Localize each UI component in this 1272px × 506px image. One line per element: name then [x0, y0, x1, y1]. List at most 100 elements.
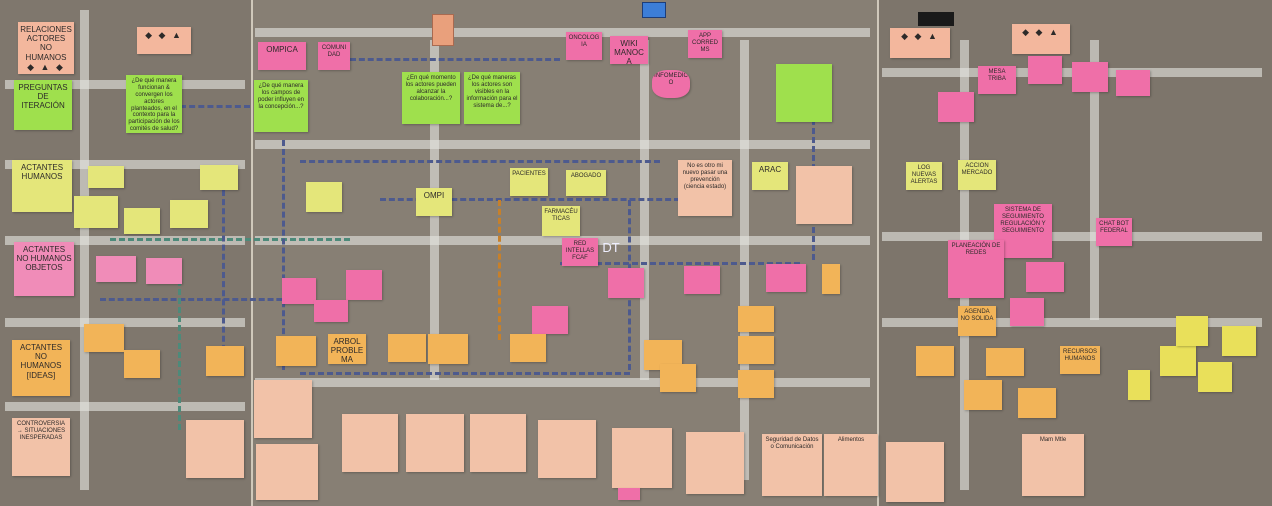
note-text: ACTANTES NO HUMANOS [IDEAS]	[19, 343, 63, 380]
relation-diamond-icon: ◆ ◆ ▲	[1022, 27, 1060, 37]
note-text: ABOGADO	[570, 173, 602, 179]
sticky-note	[1028, 56, 1062, 84]
tape-strip	[882, 318, 1262, 327]
note-text: RELACIONES ACTORES NO HUMANOS	[20, 25, 72, 62]
note-text: ACTANTES HUMANOS	[20, 163, 64, 182]
sticky-note: ¿De qué maneras los actores son visibles…	[464, 72, 520, 124]
sticky-note	[660, 364, 696, 392]
marker-line	[180, 105, 250, 108]
sticky-note	[470, 414, 526, 472]
sticky-note	[1128, 370, 1150, 400]
sticky-note	[964, 380, 1002, 410]
sticky-note: Alimentos	[824, 434, 878, 496]
note-text: APP CORREDMS	[691, 33, 718, 53]
panel-seam	[251, 0, 253, 506]
sticky-note	[618, 488, 640, 500]
sticky-note	[84, 324, 124, 352]
sticky-note	[796, 166, 852, 224]
sticky-note	[146, 258, 182, 284]
sticky-note: RELACIONES ACTORES NO HUMANOS ◆ ▲ ◆	[18, 22, 74, 74]
sticky-note: ONCOLOGIA	[566, 32, 602, 60]
sticky-note: ◆ ◆ ▲	[1012, 24, 1070, 54]
tape-strip	[255, 140, 870, 149]
note-text: RED INTELLAS FCAF	[565, 241, 595, 261]
note-text: OMPI	[423, 191, 445, 200]
sticky-note: OMPI	[416, 188, 452, 216]
tape-strip	[255, 378, 870, 387]
relation-diamond-icon: ◆ ◆ ▲	[145, 30, 183, 40]
sticky-note: MESA TRIBA	[978, 66, 1016, 94]
note-text: ACTANTES NO HUMANOS OBJETOS	[16, 245, 72, 273]
tape-strip	[5, 318, 245, 327]
sticky-note	[986, 348, 1024, 376]
marker-line	[380, 198, 680, 201]
sticky-note	[938, 92, 974, 122]
marker-line	[300, 160, 660, 163]
note-text: PACIENTES	[512, 171, 546, 177]
note-text: Alimentos	[837, 437, 865, 443]
sticky-note: ARAC	[752, 162, 788, 190]
tape-strip	[255, 28, 870, 37]
sticky-note	[738, 336, 774, 364]
sticky-note: Mam Mtle	[1022, 434, 1084, 496]
marker-line	[498, 200, 501, 340]
marker-line	[560, 262, 800, 265]
sticky-note	[1176, 316, 1208, 346]
tape-strip	[1090, 40, 1099, 320]
marker-line	[350, 58, 560, 61]
sticky-note	[282, 278, 316, 304]
sticky-note: RED INTELLAS FCAF	[562, 238, 598, 266]
sticky-note: ABOGADO	[566, 170, 606, 196]
sticky-note	[170, 200, 208, 228]
marker-line	[178, 280, 181, 430]
sticky-note	[342, 414, 398, 472]
sticky-note	[124, 350, 160, 378]
note-text: LOG NUEVAS ALERTAS	[910, 165, 938, 185]
tape-strip	[5, 402, 245, 411]
sticky-note	[612, 428, 672, 488]
sticky-note	[686, 432, 744, 494]
sticky-note	[1116, 70, 1150, 96]
note-text: ARBOL PROBLEMA	[330, 337, 364, 364]
note-text: INFOMEDICO	[654, 73, 688, 86]
note-text: DT	[602, 240, 620, 255]
note-text: FARMACÉU TICAS	[544, 209, 578, 222]
note-text: ¿De qué manera funcionan & convergen los…	[128, 78, 180, 133]
note-text: ONCOLOGIA	[568, 35, 600, 48]
sticky-note	[684, 266, 720, 294]
relation-diamond-icon: ◆ ▲ ◆	[27, 61, 65, 72]
note-text: ¿De qué manera los campos de poder influ…	[257, 83, 305, 110]
sticky-note	[532, 306, 568, 334]
sticky-note	[200, 165, 238, 190]
note-text: WIKI MANOCA	[614, 39, 644, 64]
sticky-note	[206, 346, 244, 376]
sticky-note: APP CORREDMS	[688, 30, 722, 58]
marker-line	[300, 372, 630, 375]
sticky-note	[822, 264, 840, 294]
sticky-note	[766, 264, 806, 292]
sticky-note	[306, 182, 342, 212]
note-text: Mam Mtle	[1039, 437, 1067, 443]
note-text: Seguridad de Datos o Comunicación	[765, 437, 819, 450]
sticky-note: ACCION MERCADO	[958, 160, 996, 190]
sticky-note	[88, 166, 124, 188]
marker-line	[282, 140, 285, 370]
marker-line	[110, 238, 350, 241]
marker-line	[222, 190, 225, 360]
sticky-note	[608, 268, 644, 298]
sticky-note	[1026, 262, 1064, 292]
sticky-note	[738, 370, 774, 398]
tape-strip	[740, 40, 749, 480]
sticky-note: ¿De qué manera los campos de poder influ…	[254, 80, 308, 132]
note-text: ¿De qué maneras los actores son visibles…	[466, 75, 518, 109]
sticky-note	[776, 64, 832, 122]
sticky-note	[96, 256, 136, 282]
sticky-note: COMUNIDAD	[318, 42, 350, 70]
note-text: ACCION MERCADO	[961, 163, 993, 176]
binder-clip-icon	[918, 12, 954, 26]
sticky-note	[1222, 326, 1256, 356]
sticky-note	[886, 442, 944, 502]
sticky-note	[428, 334, 468, 364]
sticky-note	[1198, 362, 1232, 392]
